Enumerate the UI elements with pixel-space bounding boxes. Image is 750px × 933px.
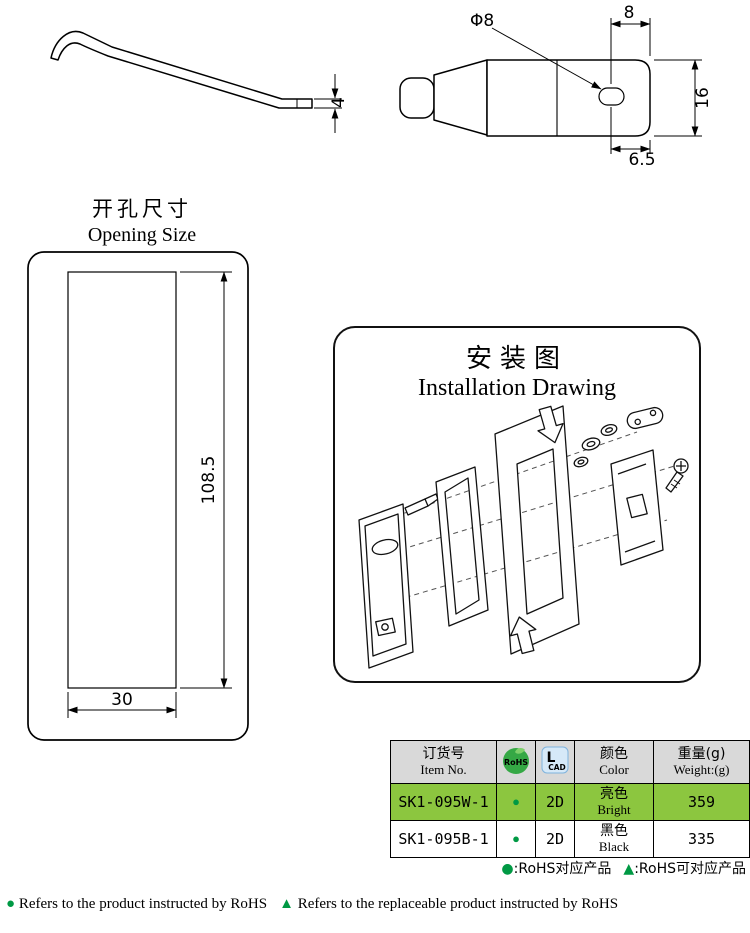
header-weight-zh: 重量(g) <box>677 745 726 762</box>
cad-icon: L CAD <box>541 746 569 774</box>
dim-opening-width-label: 30 <box>111 690 133 710</box>
rohs-mark-cell: ● <box>496 783 536 821</box>
panel-with-cutout <box>494 405 580 655</box>
insert-arrow-top <box>537 405 564 444</box>
header-item-en: Item No. <box>420 761 467 777</box>
header-item-no: 订货号 Item No. <box>390 740 497 784</box>
spec-table-section: 订货号 Item No. RoHS L CAD 颜色 Color <box>390 740 750 858</box>
rohs-legend: ●:RoHS对应产品 ▲:RoHS可对应产品 <box>388 858 746 878</box>
color-cell: 亮色 Bright <box>574 783 654 821</box>
rohs-icon: RoHS <box>503 747 529 774</box>
weight-cell: 359 <box>653 783 750 821</box>
svg-text:CAD: CAD <box>548 763 566 772</box>
header-weight: 重量(g) Weight:(g) <box>653 740 750 784</box>
svg-text:RoHS: RoHS <box>504 758 528 767</box>
screw <box>665 458 689 493</box>
header-item-zh: 订货号 <box>422 745 465 762</box>
opening-size-heading: 开孔尺寸 Opening Size <box>52 193 232 247</box>
rohs-dot: ● <box>512 831 520 847</box>
legend-dot-mark: ● <box>501 861 514 877</box>
mounting-bracket <box>610 449 664 566</box>
legend-dot-text: :RoHS对应产品 <box>513 861 612 877</box>
rohs-mark-cell: ● <box>496 820 536 858</box>
exploded-assembly-drawing <box>358 405 689 669</box>
item-no-cell: SK1-095W-1 <box>390 783 497 821</box>
color-zh: 亮色 <box>600 785 628 802</box>
retainer-plate <box>626 406 664 430</box>
rohs-dot: ● <box>512 794 520 810</box>
dim-opening-height-label: 108.5 <box>199 456 219 505</box>
header-color: 颜色 Color <box>574 740 654 784</box>
latch-body <box>358 493 439 669</box>
dim-edge-label: 6.5 <box>628 150 655 170</box>
gasket <box>435 466 489 627</box>
dim-hole-offset-label: 8 <box>624 3 635 23</box>
dim-lines <box>491 18 702 154</box>
header-rohs: RoHS <box>496 740 536 784</box>
header-cad: L CAD <box>535 740 575 784</box>
top-view-drawing: Φ8 8 16 6.5 <box>399 3 713 170</box>
opening-dim-lines <box>67 271 232 718</box>
header-color-zh: 颜色 <box>600 745 628 762</box>
dim-height-label: 16 <box>693 87 713 109</box>
side-view-drawing: 4 <box>50 30 349 133</box>
hook-outline <box>50 30 313 109</box>
installation-title-en: Installation Drawing <box>418 375 616 401</box>
color-en: Black <box>598 838 630 854</box>
installation-drawing-panel: 安装图 Installation Drawing <box>333 326 701 683</box>
spec-table: 订货号 Item No. RoHS L CAD 颜色 Color <box>390 740 750 858</box>
opening-outline <box>27 251 249 741</box>
opening-size-drawing: 108.5 30 <box>27 251 249 741</box>
table-header-row: 订货号 Item No. RoHS L CAD 颜色 Color <box>390 740 750 784</box>
footnote-dot-mark: ● <box>6 896 16 912</box>
svg-text:L: L <box>547 750 556 766</box>
item-no-cell: SK1-095B-1 <box>390 820 497 858</box>
legend-tri-mark: ▲ <box>623 861 635 877</box>
footnote-2: Refers to the replaceable product instru… <box>293 896 619 912</box>
insert-arrow-bottom <box>509 616 537 655</box>
color-cell: 黑色 Black <box>574 820 654 858</box>
table-row: SK1-095B-1 ● 2D 黑色 Black 335 <box>390 820 750 858</box>
weight-cell: 335 <box>653 820 750 858</box>
cad-cell: 2D <box>535 820 575 858</box>
cad-cell: 2D <box>535 783 575 821</box>
dim-thickness-label: 4 <box>329 97 349 108</box>
footnote-1: Refers to the product instructed by RoHS <box>15 896 268 912</box>
color-zh: 黑色 <box>600 822 628 839</box>
legend-tri-text: :RoHS可对应产品 <box>634 861 746 877</box>
color-en: Bright <box>597 801 631 817</box>
footnotes: ● Refers to the product instructed by Ro… <box>6 896 748 913</box>
dim-thickness-lines <box>314 74 342 133</box>
dim-hole-dia-label: Φ8 <box>470 11 494 31</box>
plate-outline <box>399 59 651 137</box>
table-row: SK1-095W-1 ● 2D 亮色 Bright 359 <box>390 783 750 821</box>
header-weight-en: Weight:(g) <box>673 761 730 777</box>
opening-title-en: Opening Size <box>87 224 197 246</box>
footnote-tri-mark: ▲ <box>279 896 294 912</box>
header-color-en: Color <box>599 761 629 777</box>
opening-title-zh: 开孔尺寸 <box>92 197 192 221</box>
washers <box>573 423 618 468</box>
installation-title-zh: 安装图 <box>465 344 568 374</box>
